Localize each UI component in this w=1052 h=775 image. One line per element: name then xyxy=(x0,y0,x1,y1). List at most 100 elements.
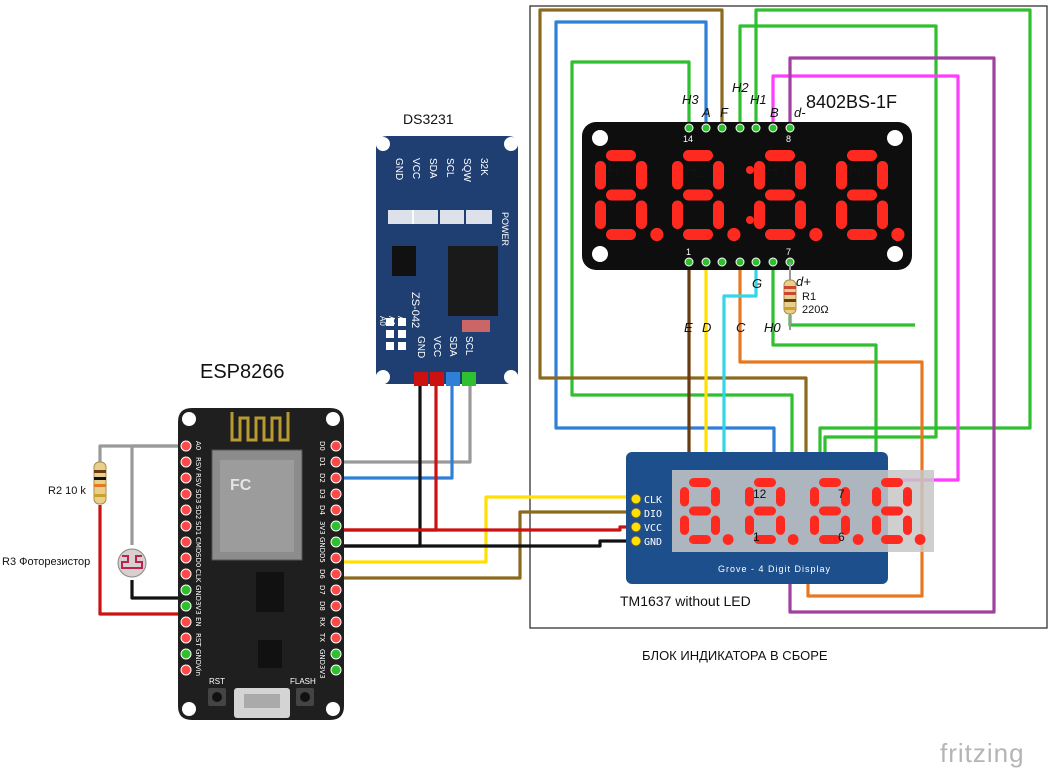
tm1637-digit xyxy=(745,478,799,545)
esp-left-pin-label: EN xyxy=(194,617,202,627)
display-pin-8: 8 xyxy=(786,134,791,144)
esp-left-pin-label: RSV xyxy=(194,457,202,471)
esp-left-pin xyxy=(180,600,192,612)
esp-right-pin-label: TX xyxy=(318,632,326,642)
ds3231-title: DS3231 xyxy=(403,111,454,127)
display-top-pin-label: d- xyxy=(794,105,806,120)
ds3231-bottom-pin-label: GND xyxy=(415,336,426,358)
digit-label-h2: H2 xyxy=(684,161,707,181)
esp-left-pin-label: RSV xyxy=(194,473,202,487)
esp-left-pin xyxy=(180,504,192,516)
tm1637-mark-1: 1 xyxy=(753,530,760,544)
esp-left-pin-label: CLK xyxy=(194,569,202,583)
display-bottom-pin xyxy=(751,257,761,267)
ds3231-top-pin-label: VCC xyxy=(410,158,421,179)
esp-right-pin-label: D2 xyxy=(318,473,326,483)
display-top-pin xyxy=(684,123,694,133)
display-top-pin-label: H2 xyxy=(732,80,749,95)
esp-left-pin-label: SD1 xyxy=(194,521,202,535)
ds3231-addr-label: A2 xyxy=(396,316,405,326)
esp-right-pin xyxy=(330,664,342,676)
esp-left-pin xyxy=(180,568,192,580)
display-model-label: 8402BS-1F xyxy=(806,92,897,112)
ds3231-bottom-pin-label: SCL xyxy=(463,336,474,356)
display-top-pin-label: H3 xyxy=(682,92,699,107)
display-bottom-pin xyxy=(735,257,745,267)
display-top-pin-label: B xyxy=(770,105,779,120)
tm1637-pin-label: GND xyxy=(644,537,662,548)
wire-sda xyxy=(338,376,454,480)
esp-right-pin-label: D5 xyxy=(318,553,326,563)
rst-label: RST xyxy=(209,677,225,686)
r3-label: R3 Фоторезистор xyxy=(2,556,90,568)
esp-right-pin xyxy=(330,456,342,468)
esp-right-pin xyxy=(330,472,342,484)
tm1637-mark-12: 12 xyxy=(753,487,767,501)
resistor-r1 xyxy=(783,262,797,330)
display-bottom-pin xyxy=(701,257,711,267)
ds3231-addr-label: A1 xyxy=(387,316,396,326)
flash-label: FLASH xyxy=(290,677,316,686)
esp-right-pin-label: GND xyxy=(318,537,326,553)
esp-right-pin xyxy=(330,552,342,564)
tm1637-grove-text: Grove - 4 Digit Display xyxy=(718,564,831,574)
esp-left-pin-label: A0 xyxy=(194,441,202,450)
wire-r1 xyxy=(788,315,915,327)
display-bottom-pin xyxy=(717,257,727,267)
wire-ldr-bottom xyxy=(130,580,185,600)
esp-left-pin xyxy=(180,536,192,548)
esp-right-pin-label: D6 xyxy=(318,569,326,579)
ds3231-top-pin-label: GND xyxy=(393,158,404,180)
tm1637-digit xyxy=(872,478,926,545)
ds3231-bottom-pin-label: VCC xyxy=(431,336,442,357)
display-bottom-pin xyxy=(684,257,694,267)
esp-left-pin-label: GND xyxy=(194,649,202,665)
esp-right-pin-label: D4 xyxy=(318,505,326,515)
display-top-pin xyxy=(785,123,795,133)
digit-h3: H3 xyxy=(595,150,664,242)
digit-label-h0: H0 xyxy=(848,161,871,181)
digit-label-h3: H3 xyxy=(607,161,630,181)
esp-left-pin xyxy=(180,472,192,484)
esp-right-pin-label: GND xyxy=(318,649,326,665)
display-top-pin-label: F xyxy=(720,105,729,120)
esp-left-pin xyxy=(180,552,192,564)
indicator-block-frame xyxy=(529,5,1048,629)
display-pin-1: 1 xyxy=(686,247,691,257)
wire-scl xyxy=(338,376,472,464)
tm1637-mark-7: 7 xyxy=(838,487,845,501)
esp8266-board: FC D0D1D2D3D43V3GNDD5D6D7D8RXTXGND3V3A0R… xyxy=(178,408,344,720)
esp-left-pin xyxy=(180,632,192,644)
esp-right-pin xyxy=(330,536,342,548)
esp-right-pin xyxy=(330,504,342,516)
display-top-pin xyxy=(717,123,727,133)
esp-right-pin xyxy=(330,632,342,644)
ds3231-top-pin-label: SDA xyxy=(427,158,438,179)
tm1637-mark-6: 6 xyxy=(838,530,845,544)
digit-h1: H1 xyxy=(754,150,823,242)
ds3231-top-pin-label: 32K xyxy=(478,158,489,176)
esp-right-pin xyxy=(330,520,342,532)
wire-ldr-top xyxy=(130,444,185,545)
esp-left-pin-label: Vin xyxy=(194,665,202,676)
display-pin-7: 7 xyxy=(786,247,791,257)
ds3231-addr-label: A0 xyxy=(378,316,387,326)
esp8266-title: ESP8266 xyxy=(200,361,285,383)
esp-left-pin-label: GND xyxy=(194,585,202,601)
display-top-pin-label: A xyxy=(701,105,711,120)
esp-left-pin-label: 3V3 xyxy=(194,601,202,615)
esp-left-pin-label: RST xyxy=(194,633,202,647)
wire-r2-bottom xyxy=(98,505,185,616)
esp-left-pin xyxy=(180,488,192,500)
tm1637-pin xyxy=(630,535,642,547)
esp-right-pin-label: D1 xyxy=(318,457,326,467)
digit-h2: H2 xyxy=(672,150,741,242)
esp-right-pin xyxy=(330,488,342,500)
display-bottom-pin xyxy=(768,257,778,267)
esp-right-pin-label: 3V3 xyxy=(318,665,326,679)
ds3231-top-pin-label: SCL xyxy=(444,158,455,178)
